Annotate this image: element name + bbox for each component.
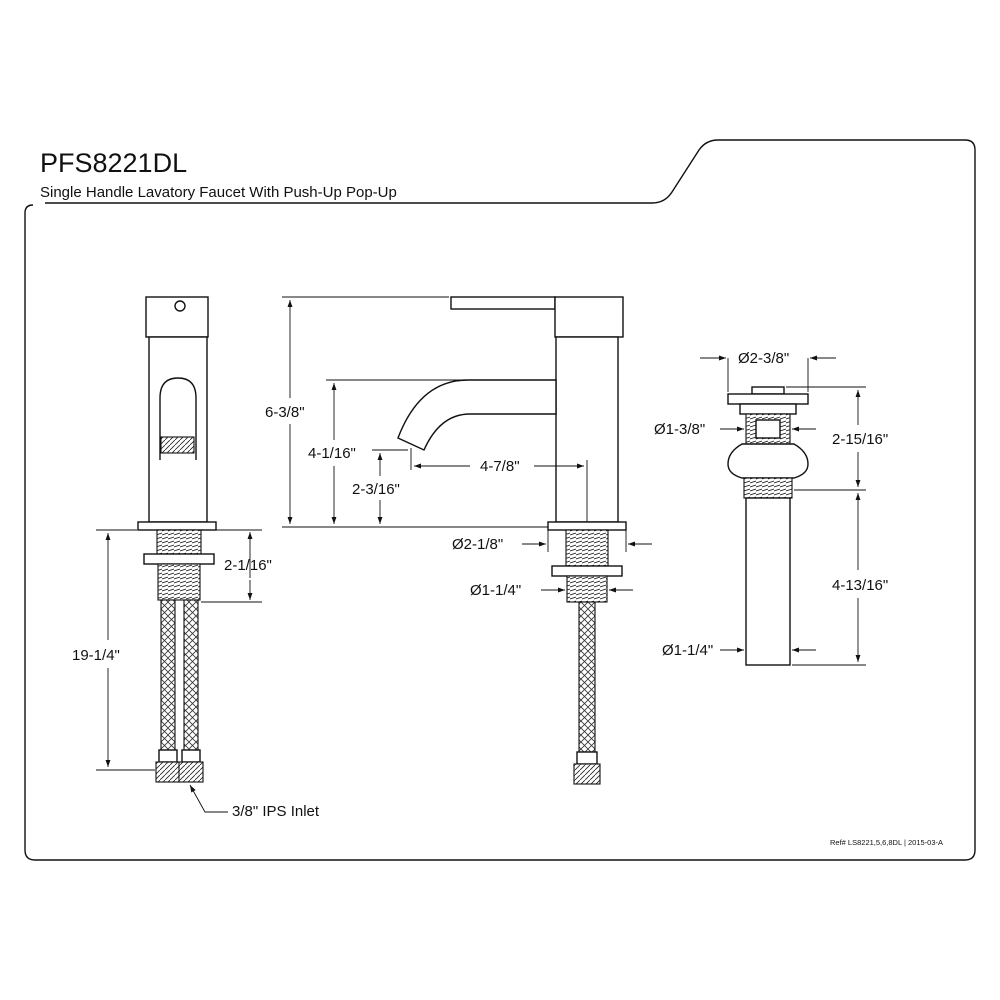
popup-flange-diameter-label: Ø2-3/8" — [738, 350, 789, 367]
base-diameter-label: Ø2-1/8" — [452, 536, 503, 553]
spout-height-label: 4-1/16" — [308, 445, 356, 462]
supply-hose-left — [160, 599, 176, 751]
inlet-nut-icon — [178, 761, 204, 783]
aerator-icon — [160, 436, 195, 454]
supply-length-label: 19-1/4" — [72, 647, 120, 664]
page-title: PFS8221DL — [40, 148, 187, 178]
faucet-front-view: 2-1/16" 19-1/4" 3/8" IPS Inlet — [72, 296, 320, 820]
supply-hose-right — [183, 599, 199, 751]
page-subtitle: Single Handle Lavatory Faucet With Push-… — [40, 184, 397, 201]
inlet-nut-icon — [155, 761, 181, 783]
reference-code: Ref# LS8221,5,6,8DL | 2015-03-A — [830, 838, 943, 847]
spout-reach-label: 4-7/8" — [480, 458, 520, 475]
popup-body-height-label: 2-15/16" — [832, 431, 888, 448]
popup-tail-length-label: 4-13/16" — [832, 577, 888, 594]
shank-length-label: 2-1/16" — [224, 557, 272, 574]
faucet-side-view: 6-3/8" 4-1/16" 2-3/16" 4-7/8" Ø2-1/8" Ø1… — [265, 296, 652, 785]
popup-drain-view: Ø2-3/8" Ø1-3/8" 2-15/16" 4-13/16" Ø1-1/4… — [654, 350, 888, 666]
overall-height-label: 6-3/8" — [265, 404, 305, 421]
aerator-height-label: 2-3/16" — [352, 481, 400, 498]
supply-hose-side — [578, 601, 596, 753]
inlet-label: 3/8" IPS Inlet — [232, 803, 320, 820]
popup-tail-diameter-label: Ø1-1/4" — [662, 642, 713, 659]
drawing-frame — [24, 139, 976, 861]
popup-cap-icon — [751, 386, 785, 395]
shank-diameter-label: Ø1-1/4" — [470, 582, 521, 599]
popup-body-diameter-label: Ø1-3/8" — [654, 421, 705, 438]
